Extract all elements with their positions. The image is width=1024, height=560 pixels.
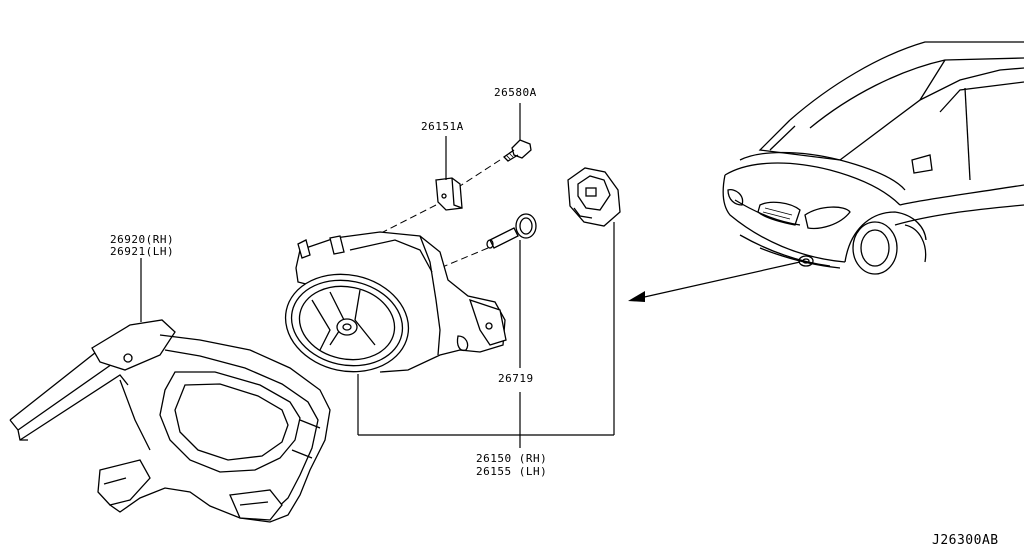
callout-bolt: 26580A xyxy=(494,86,537,99)
bulb-part xyxy=(486,213,537,368)
callout-bracket xyxy=(358,392,614,448)
assembly-line-bulb xyxy=(439,247,489,269)
callout-finisher-rh: 26920(RH) xyxy=(110,233,175,246)
callout-lamp-lh: 26155 (LH) xyxy=(476,465,548,478)
assembly-line-bolt xyxy=(459,159,501,187)
callout-bracket-clip: 26151A xyxy=(421,120,464,133)
finisher-part xyxy=(9,258,331,523)
callout-bulb: 26719 xyxy=(498,372,534,385)
diagram-id: J26300AB xyxy=(932,533,999,548)
bracket-clip-part xyxy=(435,136,463,211)
callout-lamp-rh: 26150 (RH) xyxy=(476,452,548,465)
socket-part xyxy=(567,167,621,435)
vehicle-illustration xyxy=(722,41,1024,275)
fog-lamp-part xyxy=(284,231,507,435)
location-arrow xyxy=(628,261,801,302)
bolt-part xyxy=(502,103,532,162)
callout-finisher-lh: 26921(LH) xyxy=(110,245,175,258)
